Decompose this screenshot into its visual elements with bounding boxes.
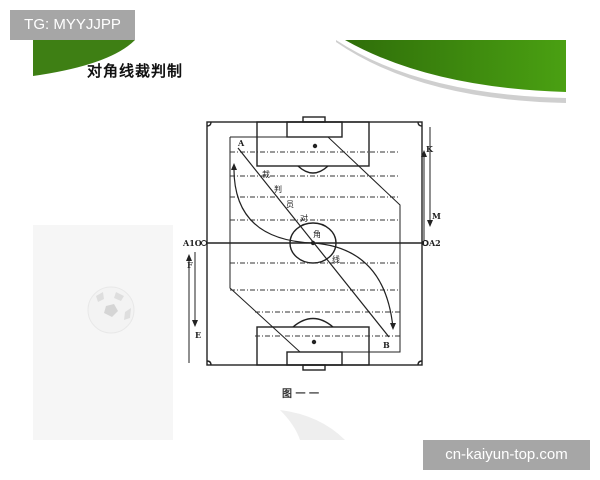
top-goal-area [286,121,343,138]
figure-caption: 图 一 一 [282,388,319,400]
bottom-penalty-arc [292,317,334,328]
label-b: B [383,340,390,350]
top-goal [302,116,326,123]
label-a1: A1O [182,238,202,248]
label-f: F [187,260,193,270]
dash-dot-lines [230,151,400,337]
label-a2: OA2 [422,238,441,248]
watermark-bottom-right: cn-kaiyun-top.com [423,440,590,470]
bottom-goal [302,364,326,371]
green-swoosh-right [345,40,566,92]
bottom-goal-area [286,351,343,366]
diagonal-char: 对 [300,213,308,223]
diagonal-char: 线 [332,254,340,264]
label-e: E [195,330,201,340]
label-m: M [432,211,441,221]
label-a: A [237,138,245,148]
watermark-top-left: TG: MYYJJPP [10,10,135,40]
label-k: K [426,144,434,154]
referee-zone-left [229,137,301,353]
slide-title: 对角线裁判制 [87,62,184,80]
green-swoosh-left [33,40,135,76]
top-penalty-arc [297,165,329,174]
referee-path [233,164,394,329]
diagonal-char: 角 [313,229,321,239]
soccer-ball-icon [87,286,135,334]
diagonal-char: 判 [274,184,282,194]
diagonal-char: 员 [286,200,294,209]
diagonal-char: 裁 [262,169,270,179]
bottom-penalty-area [256,326,370,366]
